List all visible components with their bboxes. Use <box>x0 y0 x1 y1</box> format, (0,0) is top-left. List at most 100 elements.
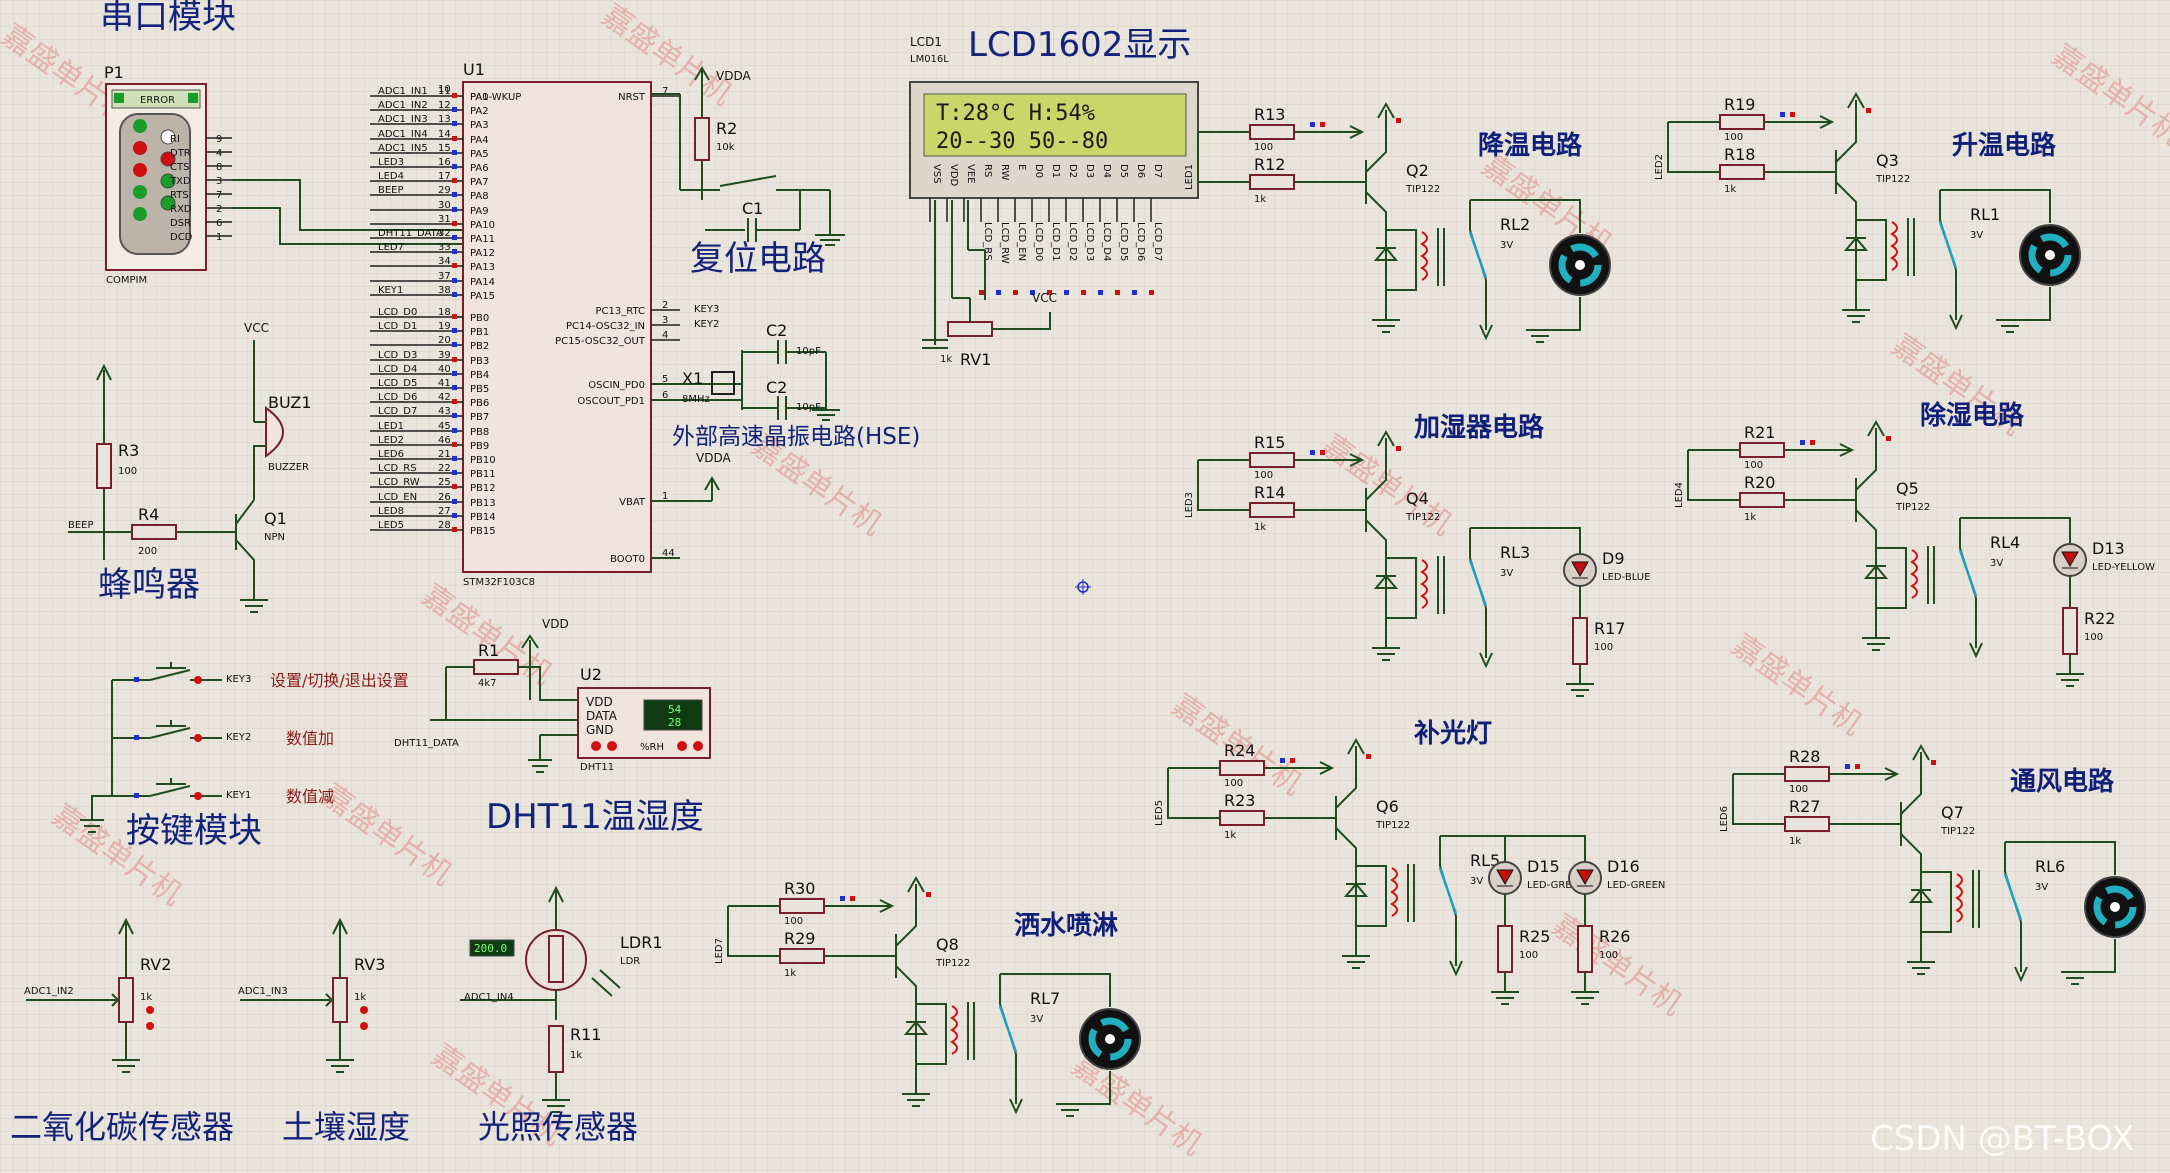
dht-btn-c[interactable] <box>677 741 687 751</box>
driver-gnd-arrow <box>1449 960 1463 977</box>
key-switch[interactable] <box>149 662 191 681</box>
reset-switch[interactable] <box>719 175 777 187</box>
fan-ground <box>2061 971 2089 985</box>
key-ref: KEY3 <box>226 674 251 685</box>
driver-ra[interactable] <box>1249 124 1295 140</box>
driver-ground <box>1372 319 1400 333</box>
pin-state-dot <box>1081 290 1086 295</box>
dht-btn-b[interactable] <box>607 741 617 751</box>
mcu-left-num: 39 <box>438 350 451 361</box>
db9-pin <box>160 195 176 211</box>
ldr-module: 200.0 LDR1 LDR ADC1_IN4 R11 1k <box>460 885 663 1113</box>
driver-rb[interactable] <box>1249 502 1295 518</box>
driver-rb[interactable] <box>1249 174 1295 190</box>
mcu-left-num: 45 <box>438 421 451 432</box>
buzzer-body[interactable] <box>265 406 284 458</box>
r4-resistor[interactable] <box>131 524 177 540</box>
r4-val: 200 <box>138 546 157 557</box>
driver-ground <box>1372 647 1400 661</box>
led-resistor[interactable] <box>2062 607 2078 655</box>
driver-ra[interactable] <box>1739 442 1785 458</box>
driver-rb-ref: R12 <box>1254 155 1285 174</box>
ldr-part: LDR <box>620 956 640 967</box>
csdn-credit: CSDN @BT-BOX <box>1870 1119 2134 1159</box>
r1-resistor[interactable] <box>473 659 519 675</box>
error-led-left <box>114 93 124 103</box>
driver-vcc-arrow <box>1347 737 1365 755</box>
pin-state-dot <box>1030 290 1035 295</box>
driver-rb[interactable] <box>1719 164 1765 180</box>
driver-rl-ref: RL2 <box>1500 215 1530 234</box>
driver-rb[interactable] <box>1739 492 1785 508</box>
rv1-wire <box>992 312 1051 330</box>
driver-rb[interactable] <box>1784 816 1830 832</box>
key-switch[interactable] <box>149 778 191 797</box>
driver-rb-wire <box>1197 132 1366 183</box>
driver-net-label: LED4 <box>1674 482 1685 508</box>
mcu-left-net: LCD_RS <box>378 463 417 474</box>
buzzer-part: BUZZER <box>268 462 309 473</box>
driver-q-ref: Q8 <box>936 935 959 954</box>
driver-coil-wire <box>1876 547 1907 609</box>
r11-resistor[interactable] <box>548 1025 564 1073</box>
driver-rb-wire <box>1732 774 1901 825</box>
pin-state-dot <box>1366 754 1371 759</box>
r3-resistor[interactable] <box>96 443 112 489</box>
led-resistor[interactable] <box>1572 617 1588 665</box>
pot-body[interactable] <box>332 977 348 1023</box>
driver-title-humid: 加湿器电路 <box>1414 412 1545 443</box>
pin-state-dot <box>452 413 457 418</box>
driver-ra[interactable] <box>1249 452 1295 468</box>
buzzer-module: VCC BUZ1 BUZZER R3 100 BEEP R4 200 Q1 NP… <box>68 321 312 613</box>
rv1-pot[interactable] <box>947 321 993 337</box>
pin-state-dot <box>1064 290 1069 295</box>
pin-state-dot <box>134 793 139 798</box>
driver-transistor[interactable] <box>1335 746 1357 956</box>
driver-transistor[interactable] <box>1365 438 1387 648</box>
dht-btn-a[interactable] <box>591 741 601 751</box>
pot-wiper[interactable] <box>312 993 334 1007</box>
driver-ra[interactable] <box>1784 766 1830 782</box>
q1-transistor[interactable] <box>235 499 255 600</box>
led-type: LED-GREEN <box>1527 880 1585 891</box>
lcd-pin-name: D3 <box>1084 164 1095 178</box>
mcu-right-num: 6 <box>662 390 668 401</box>
pot-wiper[interactable] <box>98 993 120 1007</box>
pot-net: ADC1_IN2 <box>24 986 74 997</box>
driver-ra[interactable] <box>779 898 825 914</box>
driver-transistor[interactable] <box>1365 110 1387 320</box>
db9-pin <box>133 141 147 155</box>
mcu-left-name: PA15 <box>470 291 495 302</box>
driver-relay-core <box>1437 228 1445 286</box>
mcu-left-num: 20 <box>438 335 451 346</box>
driver-rb[interactable] <box>779 948 825 964</box>
key-switch[interactable] <box>149 720 191 739</box>
fan-blade <box>1558 243 1602 287</box>
driver-q-ref: Q7 <box>1941 803 1964 822</box>
driver-transistor[interactable] <box>1835 100 1857 310</box>
r2-resistor[interactable] <box>694 117 710 161</box>
mcu-left-name: PB5 <box>470 384 489 395</box>
r3-val: 100 <box>118 466 137 477</box>
led-resistor-val: 100 <box>1519 950 1538 961</box>
led-resistor[interactable] <box>1577 925 1593 973</box>
dht-btn-d[interactable] <box>693 741 703 751</box>
led-resistor[interactable] <box>1497 925 1513 973</box>
fan-hub <box>1105 1034 1115 1044</box>
driver-ra[interactable] <box>1719 114 1765 130</box>
driver-transistor[interactable] <box>1900 752 1922 962</box>
mcu-chip-body[interactable] <box>462 81 652 573</box>
driver-ra[interactable] <box>1219 760 1265 776</box>
driver-rb-ref: R29 <box>784 929 815 948</box>
pot-body[interactable] <box>118 977 134 1023</box>
driver-ra-val: 100 <box>784 916 803 927</box>
pin-state-dot <box>452 314 457 319</box>
driver-ra-wire <box>1198 453 1365 467</box>
driver-transistor[interactable] <box>895 884 917 1094</box>
driver-rb[interactable] <box>1219 810 1265 826</box>
driver-transistor[interactable] <box>1855 428 1877 638</box>
driver-rl-val: 3V <box>1500 240 1513 251</box>
driver-vcc-arrow <box>1912 743 1930 761</box>
x1-crystal[interactable] <box>711 371 735 395</box>
